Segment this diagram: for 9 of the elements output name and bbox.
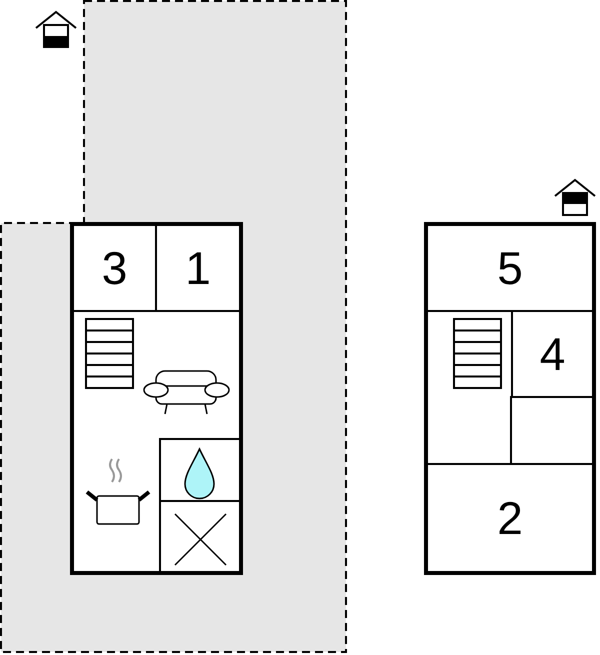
room [511,310,592,398]
room [74,226,157,312]
building-outline [70,222,243,575]
room-number: 1 [185,245,211,291]
room-number: 3 [102,245,128,291]
building-outline [424,222,596,575]
room-number: 2 [497,495,523,541]
room-number: 4 [540,331,566,377]
room-number: 5 [497,245,523,291]
